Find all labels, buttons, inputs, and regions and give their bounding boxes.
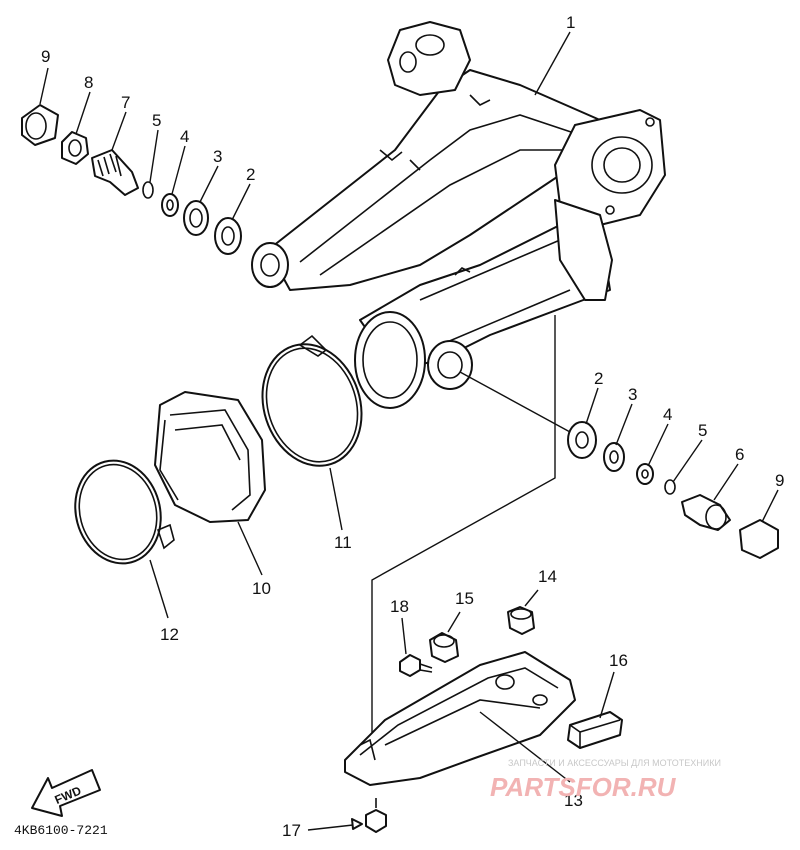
callout-8: 8	[84, 73, 93, 92]
bearing-3-left	[183, 200, 209, 236]
chain-guard-13	[344, 651, 576, 786]
callout-4-left: 4	[180, 127, 189, 146]
nut-8	[61, 131, 89, 165]
callout-5-right: 5	[698, 421, 707, 440]
callout-5-left: 5	[152, 111, 161, 130]
callout-6: 6	[735, 445, 744, 464]
callout-10: 10	[252, 579, 271, 598]
pivot-shaft-7	[91, 149, 139, 196]
callout-2-right: 2	[594, 369, 603, 388]
watermark-tagline: ЗАПЧАСТИ И АКСЕССУАРЫ ДЛЯ МОТОТЕХНИКИ	[508, 758, 721, 768]
callout-17: 17	[282, 821, 301, 840]
fwd-arrow-icon: FWD	[31, 769, 101, 817]
callout-numbers: 1 9 8 7 5 4 3 2 2 3 4 5 6 9 10 11 12 13 …	[41, 13, 784, 840]
bolt-18	[399, 654, 433, 677]
leader-lines	[39, 31, 779, 831]
callout-4-right: 4	[663, 405, 672, 424]
callout-3-left: 3	[213, 147, 222, 166]
oil-seal-5-left	[142, 181, 154, 199]
callout-3-right: 3	[628, 385, 637, 404]
callout-11: 11	[334, 533, 352, 552]
pivot-bolt-6	[681, 494, 731, 531]
oil-seal-5-right	[664, 479, 676, 495]
callout-16: 16	[609, 651, 628, 670]
collar-15	[429, 632, 459, 663]
bearing-2-right	[567, 421, 597, 459]
watermark: ЗАПЧАСТИ И АКСЕССУАРЫ ДЛЯ МОТОТЕХНИКИ PA…	[490, 758, 721, 802]
cap-9-left	[21, 104, 59, 146]
boot-10	[154, 391, 266, 523]
cap-9-right	[739, 519, 779, 559]
damper-14	[507, 606, 535, 635]
callout-9-left: 9	[41, 47, 50, 66]
watermark-brand: PARTSFOR.RU	[490, 772, 677, 802]
washer-4-right	[636, 463, 654, 485]
callout-9-right: 9	[775, 471, 784, 490]
callout-1: 1	[566, 13, 575, 32]
callout-18: 18	[390, 597, 409, 616]
callout-13: 13	[564, 791, 583, 810]
callout-15: 15	[455, 589, 474, 608]
callout-14: 14	[538, 567, 557, 586]
screw-17	[365, 798, 387, 833]
callout-12: 12	[160, 625, 179, 644]
band-11	[261, 334, 363, 467]
callout-2-left: 2	[246, 165, 255, 184]
part-code: 4KB6100-7221	[14, 823, 108, 838]
bearing-3-right	[603, 442, 625, 472]
washer-4-left	[161, 193, 179, 217]
band-12	[74, 459, 175, 565]
swingarm-part	[251, 21, 666, 409]
pad-16	[567, 711, 623, 749]
callout-7: 7	[121, 93, 130, 112]
bearing-2-left	[214, 217, 242, 255]
